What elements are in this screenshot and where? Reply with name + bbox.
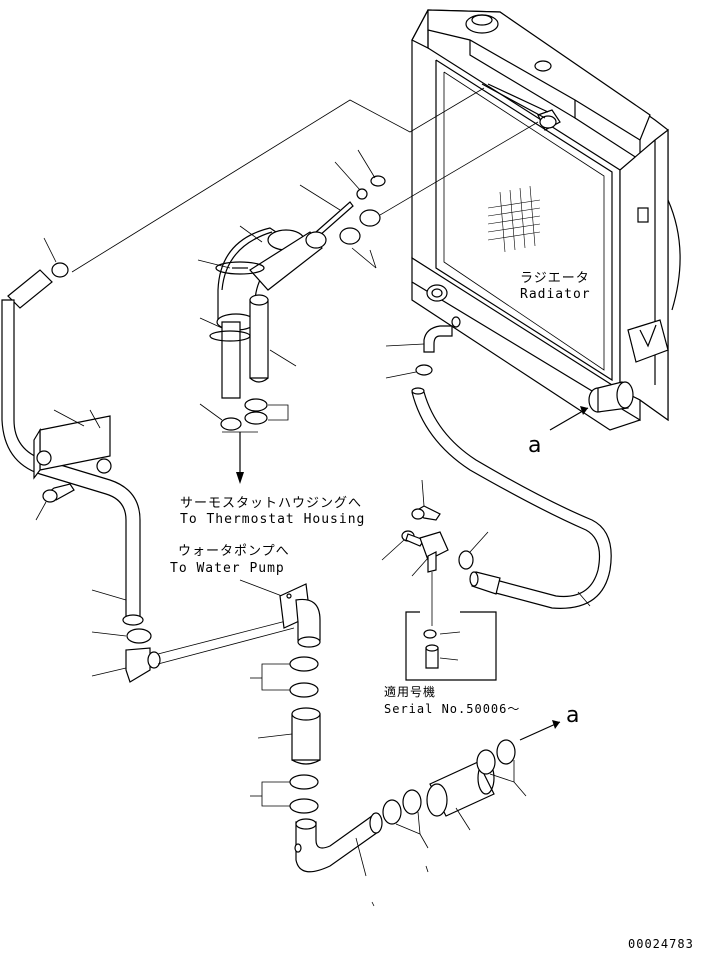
radiator-label-jp: ラジエータ bbox=[520, 271, 590, 286]
tick-mark bbox=[425, 865, 429, 873]
radiator-label-en: Radiator bbox=[520, 287, 591, 302]
left-pipe-assembly bbox=[1, 237, 295, 683]
drain-hose-assembly bbox=[385, 316, 612, 609]
upper-hose bbox=[197, 225, 327, 431]
drain-valve-assembly bbox=[381, 479, 497, 681]
thermostat-label-jp: サーモスタットハウジングへ bbox=[180, 496, 362, 511]
lower-pipe-assembly bbox=[294, 720, 561, 877]
water-pump-label-en: To Water Pump bbox=[170, 561, 285, 576]
upper-hose-fittings bbox=[299, 83, 561, 269]
tick-mark bbox=[371, 901, 375, 907]
water-pump-column bbox=[239, 579, 321, 814]
radiator-core-hatch-icon bbox=[487, 185, 541, 253]
serial-label-jp: 適用号機 bbox=[384, 684, 436, 699]
reference-a-lower: a bbox=[566, 703, 579, 728]
water-pump-label-jp: ウォータポンプへ bbox=[178, 544, 290, 559]
breather-line bbox=[71, 87, 485, 273]
radiator-assembly bbox=[411, 9, 681, 431]
thermostat-arrow-icon bbox=[222, 431, 258, 484]
reference-a-upper: a bbox=[528, 433, 541, 458]
thermostat-label-en: To Thermostat Housing bbox=[180, 512, 365, 527]
serial-label-en: Serial No.50006～ bbox=[384, 702, 520, 716]
drawing-number: 00024783 bbox=[628, 937, 694, 951]
